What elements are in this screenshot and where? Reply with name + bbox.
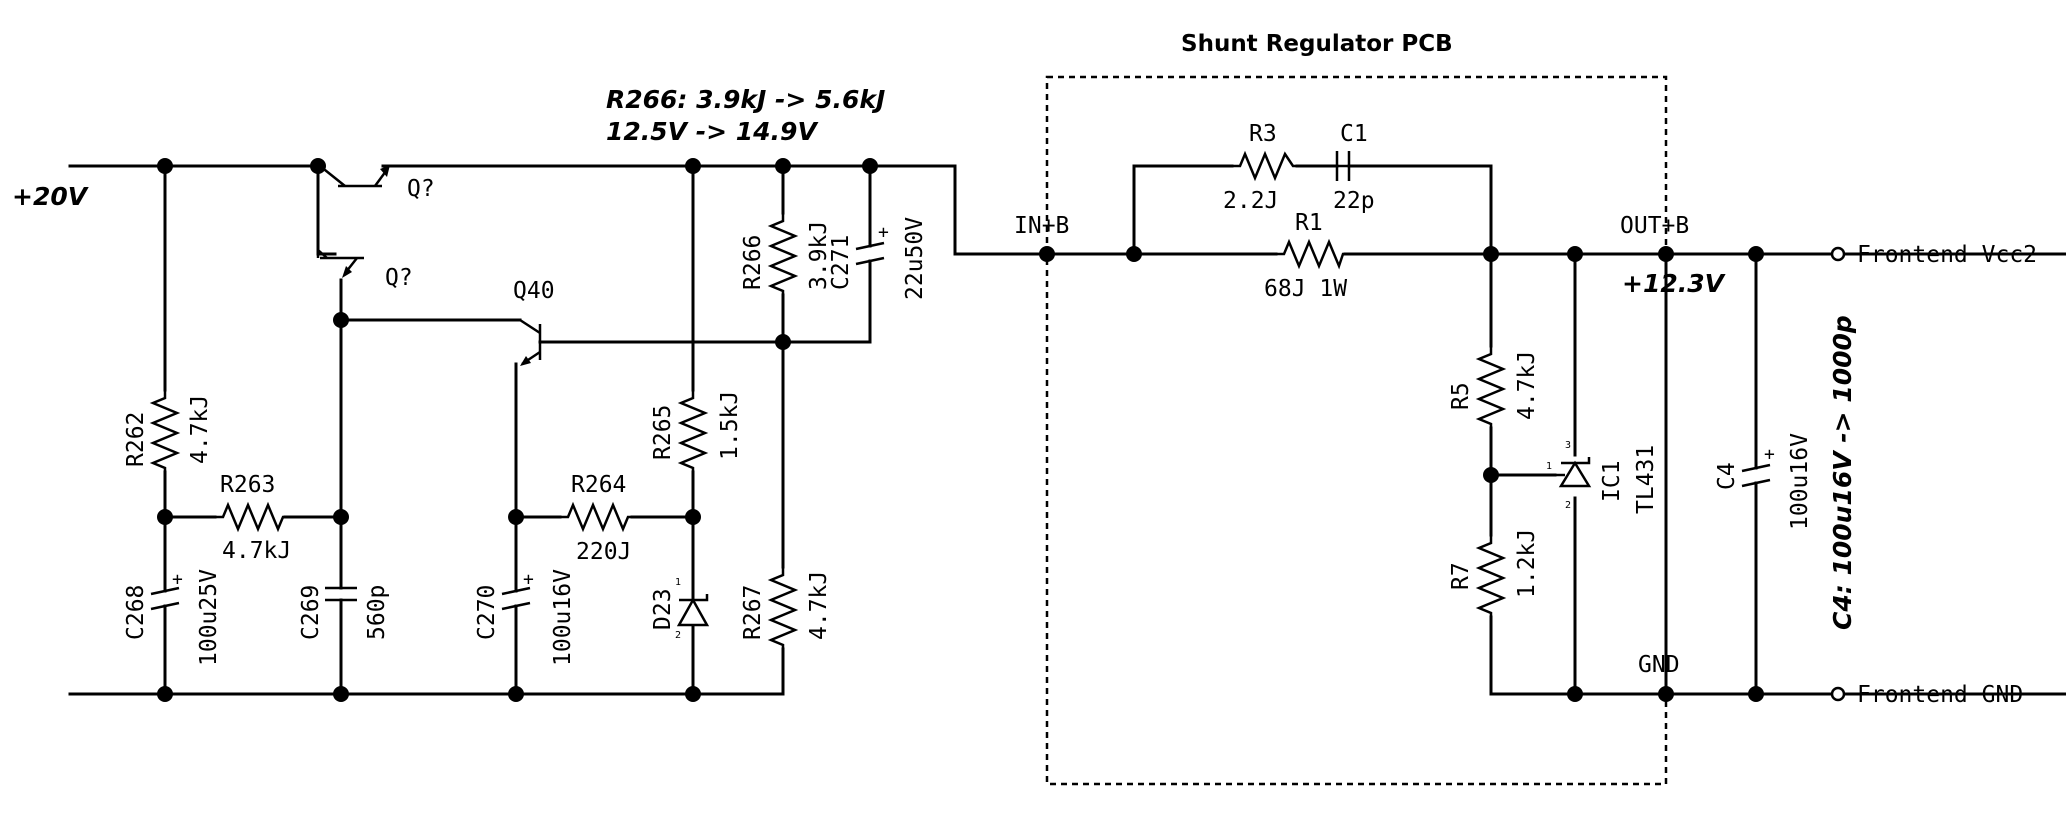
resistor-r263: R263 4.7kJ bbox=[215, 472, 291, 564]
q2-ref: Q? bbox=[385, 265, 413, 291]
c271-plus: + bbox=[878, 222, 889, 243]
c271-value: 22u50V bbox=[902, 217, 928, 300]
output-port-label: OUT+B bbox=[1620, 213, 1689, 239]
capacitor-c1: C1 22p bbox=[1333, 121, 1375, 214]
c4-value: 100u16V bbox=[1787, 433, 1813, 530]
d23-pin1: 1 bbox=[675, 577, 681, 588]
resistor-r266: R266 3.9kJ bbox=[740, 213, 832, 295]
d23-ref: D23 bbox=[650, 588, 676, 630]
output-rail-label: +12.3V bbox=[1622, 269, 1726, 298]
q40-ref: Q40 bbox=[513, 278, 555, 304]
c4-ref: C4 bbox=[1714, 462, 1740, 490]
capacitor-c4: + C4 100u16V bbox=[1714, 433, 1813, 530]
resistor-r267: R267 4.7kJ bbox=[740, 567, 832, 649]
connector-gnd: Frontend GND bbox=[1830, 682, 2023, 708]
resistor-r1: R1 68J 1W bbox=[1264, 210, 1347, 302]
regulator-ic1: 1 2 3 IC1 TL431 bbox=[1546, 440, 1659, 514]
wires bbox=[68, 164, 2066, 696]
r7-value: 1.2kJ bbox=[1514, 529, 1540, 598]
r1-ref: R1 bbox=[1295, 210, 1323, 236]
resistor-r7: R7 1.2kJ bbox=[1448, 529, 1540, 617]
r264-ref: R264 bbox=[571, 472, 626, 498]
c269-value: 560p bbox=[364, 585, 390, 640]
voltage-change-note: 12.5V -> 14.9V bbox=[606, 117, 818, 146]
c269-ref: C269 bbox=[298, 585, 324, 640]
capacitor-c270: + C270 100u16V bbox=[474, 569, 576, 666]
r263-ref: R263 bbox=[220, 472, 275, 498]
resistor-r264: R264 220J bbox=[560, 472, 632, 565]
c4-plus: + bbox=[1764, 444, 1775, 465]
connector-gnd-label: Frontend GND bbox=[1857, 682, 2023, 708]
supply-rail-label: +20V bbox=[12, 182, 89, 211]
transistor-q2: Q? bbox=[316, 249, 413, 291]
ic1-pin3: 3 bbox=[1565, 440, 1571, 451]
c1-value: 22p bbox=[1333, 188, 1375, 214]
c4-change-note: C4: 100u16V -> 1000p bbox=[1828, 315, 1857, 630]
c270-plus: + bbox=[523, 569, 534, 590]
pcb-title: Shunt Regulator PCB bbox=[1181, 31, 1453, 57]
r266-change-note: R266: 3.9kJ -> 5.6kJ bbox=[606, 85, 885, 114]
r5-value: 4.7kJ bbox=[1514, 351, 1540, 420]
r264-value: 220J bbox=[576, 539, 631, 565]
r267-ref: R267 bbox=[740, 585, 766, 640]
c270-value: 100u16V bbox=[550, 569, 576, 666]
pcb-boundary bbox=[1045, 75, 1668, 786]
resistor-r262: R262 4.7kJ bbox=[123, 390, 213, 472]
transistor-q40: Q40 bbox=[513, 278, 555, 366]
ic1-value: TL431 bbox=[1633, 445, 1659, 514]
connector-vcc-label: Frontend Vcc2 bbox=[1857, 242, 2037, 268]
c268-value: 100u25V bbox=[196, 569, 222, 666]
r3-ref: R3 bbox=[1249, 121, 1277, 147]
resistor-r5: R5 4.7kJ bbox=[1448, 346, 1540, 428]
r3-value: 2.2J bbox=[1223, 188, 1278, 214]
resistor-r265: R265 1.5kJ bbox=[650, 390, 743, 472]
input-port-label: IN+B bbox=[1014, 213, 1069, 239]
r267-value: 4.7kJ bbox=[806, 571, 832, 640]
c268-plus: + bbox=[172, 569, 183, 590]
ic1-ref: IC1 bbox=[1599, 460, 1625, 502]
connector-vcc: Frontend Vcc2 bbox=[1830, 242, 2037, 268]
c271-ref: C271 bbox=[828, 235, 854, 290]
junctions bbox=[157, 158, 1764, 702]
r266-ref: R266 bbox=[740, 235, 766, 290]
r263-value: 4.7kJ bbox=[222, 538, 291, 564]
ground-port-label: GND bbox=[1638, 652, 1680, 678]
r7-ref: R7 bbox=[1448, 562, 1474, 590]
q1-ref: Q? bbox=[407, 176, 435, 202]
r265-value: 1.5kJ bbox=[717, 391, 743, 460]
zener-d23: 1 2 D23 bbox=[650, 577, 710, 641]
r262-ref: R262 bbox=[123, 412, 149, 467]
resistor-r3: R3 2.2J bbox=[1223, 121, 1297, 214]
transistor-q1: Q? bbox=[319, 165, 435, 202]
capacitor-c268: + C268 100u25V bbox=[123, 569, 222, 666]
c270-ref: C270 bbox=[474, 585, 500, 640]
capacitor-c269: C269 560p bbox=[298, 573, 390, 640]
r5-ref: R5 bbox=[1448, 382, 1474, 410]
c268-ref: C268 bbox=[123, 585, 149, 640]
capacitor-c271: + C271 22u50V bbox=[828, 217, 928, 300]
c1-ref: C1 bbox=[1340, 121, 1368, 147]
ic1-pin1: 1 bbox=[1546, 461, 1552, 472]
d23-pin2: 2 bbox=[675, 630, 681, 641]
r265-ref: R265 bbox=[650, 405, 676, 460]
r1-value: 68J 1W bbox=[1264, 276, 1347, 302]
r262-value: 4.7kJ bbox=[187, 395, 213, 464]
ic1-pin2: 2 bbox=[1565, 500, 1571, 511]
r266-value: 3.9kJ bbox=[806, 221, 832, 290]
